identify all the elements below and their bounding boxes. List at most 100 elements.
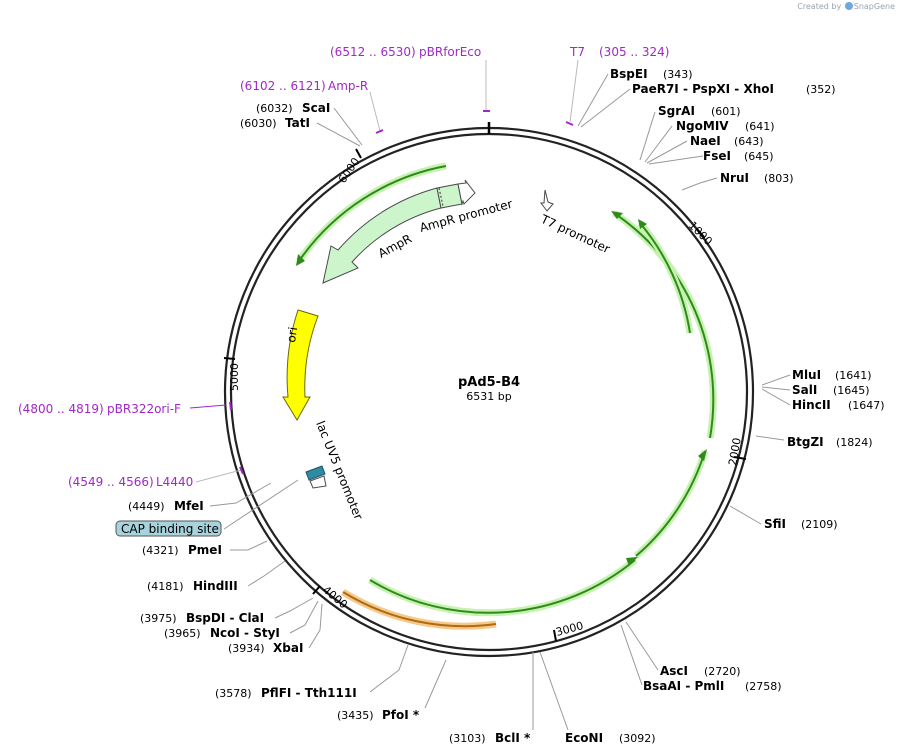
site-ngomiv-name: NgoMIV xyxy=(676,119,729,133)
primer-pbrforeco-range: (6512 .. 6530) xyxy=(330,45,416,59)
ampr-feature xyxy=(322,187,442,284)
site-bcli-pos: (3103) xyxy=(449,732,486,745)
site-scai-name: ScaI xyxy=(302,101,330,115)
plasmid-name: pAd5-B4 xyxy=(458,375,520,390)
primer-ampr-name: Amp-R xyxy=(328,79,368,93)
cap-binding-site-box xyxy=(115,520,222,537)
orf-arcs xyxy=(296,162,717,630)
site-mlui-pos: (1641) xyxy=(835,369,872,382)
orf-arc-lower-right-glow xyxy=(633,449,709,559)
site-sfii-name: SfiI xyxy=(764,517,786,531)
watermark-brand: SnapGene xyxy=(853,2,895,11)
site-sfii-pos: (2109) xyxy=(801,518,838,531)
tick-label-2000: 2000 xyxy=(726,437,744,467)
site-bspei-pos: (343) xyxy=(663,68,693,81)
plasmid-length: 6531 bp xyxy=(466,390,511,403)
site-mfei-name: MfeI xyxy=(174,499,204,513)
snapgene-watermark: Created by SnapGene xyxy=(797,2,895,11)
site-sgrai-pos: (601) xyxy=(711,105,741,118)
snapgene-logo-icon xyxy=(844,2,853,10)
site-btgzi-name: BtgZI xyxy=(787,435,824,449)
site-pflfi-name: PflFI - Tth111I xyxy=(261,686,357,700)
cap-binding-site-label: CAP binding site xyxy=(121,522,219,536)
site-econi-name: EcoNI xyxy=(565,731,603,745)
site-mlui-name: MluI xyxy=(792,368,821,382)
site-btgzi-pos: (1824) xyxy=(836,436,873,449)
site-bspei-name: BspEI xyxy=(610,67,648,81)
site-xbai-name: XbaI xyxy=(273,641,303,655)
site-hindiii-name: HindIII xyxy=(193,579,238,593)
site-pmei-name: PmeI xyxy=(188,543,222,557)
site-asci-pos: (2720) xyxy=(704,665,741,678)
site-ngomiv-pos: (641) xyxy=(745,120,775,133)
site-asci-name: AscI xyxy=(660,664,688,678)
primers: (6512 .. 6530) pBRforEco T7 (305 .. 324)… xyxy=(18,45,669,489)
ampr-promoter-arrow-icon xyxy=(457,179,476,206)
tick-label-5000: 5000 xyxy=(228,363,241,391)
primer-ampr-range: (6102 .. 6121) xyxy=(240,79,326,93)
site-hincii-name: HincII xyxy=(792,398,831,412)
site-paer7i-name: PaeR7I - PspXI - XhoI xyxy=(632,82,774,96)
ori-label: ori xyxy=(284,326,300,343)
site-ncoi-name: NcoI - StyI xyxy=(210,626,280,640)
site-scai-pos: (6032) xyxy=(256,102,293,115)
orf-arc-right-outer-glow xyxy=(612,210,717,439)
primer-t7-range: (305 .. 324) xyxy=(599,45,669,59)
primer-l4440-range: (4549 .. 4566) xyxy=(68,475,154,489)
cap-binding-site-mark xyxy=(305,465,326,481)
site-xbai-pos: (3934) xyxy=(228,642,265,655)
site-bsaai-pos: (2758) xyxy=(745,680,782,693)
site-drui-pos: (803) xyxy=(764,172,794,185)
primer-l4440-name: L4440 xyxy=(156,475,193,489)
site-paer7i-pos: (352) xyxy=(806,83,836,96)
site-fsei-pos: (645) xyxy=(744,150,774,163)
ampr-divider xyxy=(438,187,444,207)
site-mfei-pos: (4449) xyxy=(128,500,165,513)
orf-arc-right-inner xyxy=(639,222,691,334)
leader-lines-left xyxy=(209,107,534,730)
primer-t7-name: T7 xyxy=(569,45,585,59)
site-pmei-pos: (4321) xyxy=(142,544,179,557)
t7-promoter-arrow-icon xyxy=(540,189,554,212)
site-bspdi-name: BspDI - ClaI xyxy=(186,611,264,625)
orf-arrow-right-outer xyxy=(611,211,623,219)
orange-arc xyxy=(342,591,497,628)
site-hindiii-pos: (4181) xyxy=(147,580,184,593)
site-fsei-name: FseI xyxy=(703,149,731,163)
site-sgrai-name: SgrAI xyxy=(658,104,695,118)
site-pflfi-pos: (3578) xyxy=(215,687,252,700)
orf-arc-bottom xyxy=(369,559,636,614)
site-naei-name: NaeI xyxy=(690,134,721,148)
site-tati-pos: (6030) xyxy=(240,117,277,130)
watermark-prefix: Created by xyxy=(797,2,842,11)
orf-arrow-right-inner xyxy=(638,219,647,229)
site-bsaai-name: BsaAI - PmlI xyxy=(643,679,724,693)
site-pfoi-name: PfoI * xyxy=(382,708,420,722)
primer-pbr322ori-name: pBR322ori-F xyxy=(107,402,181,416)
primer-pbrforeco-name: pBRforEco xyxy=(419,45,481,59)
orf-arrow-lower-right xyxy=(698,449,707,461)
site-tati-name: TatI xyxy=(285,116,310,130)
orf-arc-right-outer xyxy=(613,212,715,439)
orf-arrow-bottom xyxy=(626,557,638,566)
orf-arc-top-left xyxy=(298,165,447,262)
t7-promoter-label: T7 promoter xyxy=(538,212,612,257)
site-econi-pos: (3092) xyxy=(619,732,656,745)
site-bcli-name: BclI * xyxy=(495,731,531,745)
site-naei-pos: (643) xyxy=(734,135,764,148)
ori-feature xyxy=(282,309,319,421)
primer-pbr322ori-range: (4800 .. 4819) xyxy=(18,402,104,416)
site-bspdi-pos: (3975) xyxy=(140,612,177,625)
orf-arrow-top-left xyxy=(296,254,305,266)
site-ncoi-pos: (3965) xyxy=(164,627,201,640)
lac-promoter-arrow-icon xyxy=(309,475,327,489)
orf-arc-lower-right xyxy=(635,450,706,557)
site-pfoi-pos: (3435) xyxy=(337,709,374,722)
site-sali-name: SalI xyxy=(792,383,817,397)
tick-marks xyxy=(223,148,747,642)
site-hincii-pos: (1647) xyxy=(848,399,885,412)
site-sali-pos: (1645) xyxy=(833,384,870,397)
site-drui-name: NruI xyxy=(720,171,749,185)
leader-lines-right xyxy=(539,73,791,731)
